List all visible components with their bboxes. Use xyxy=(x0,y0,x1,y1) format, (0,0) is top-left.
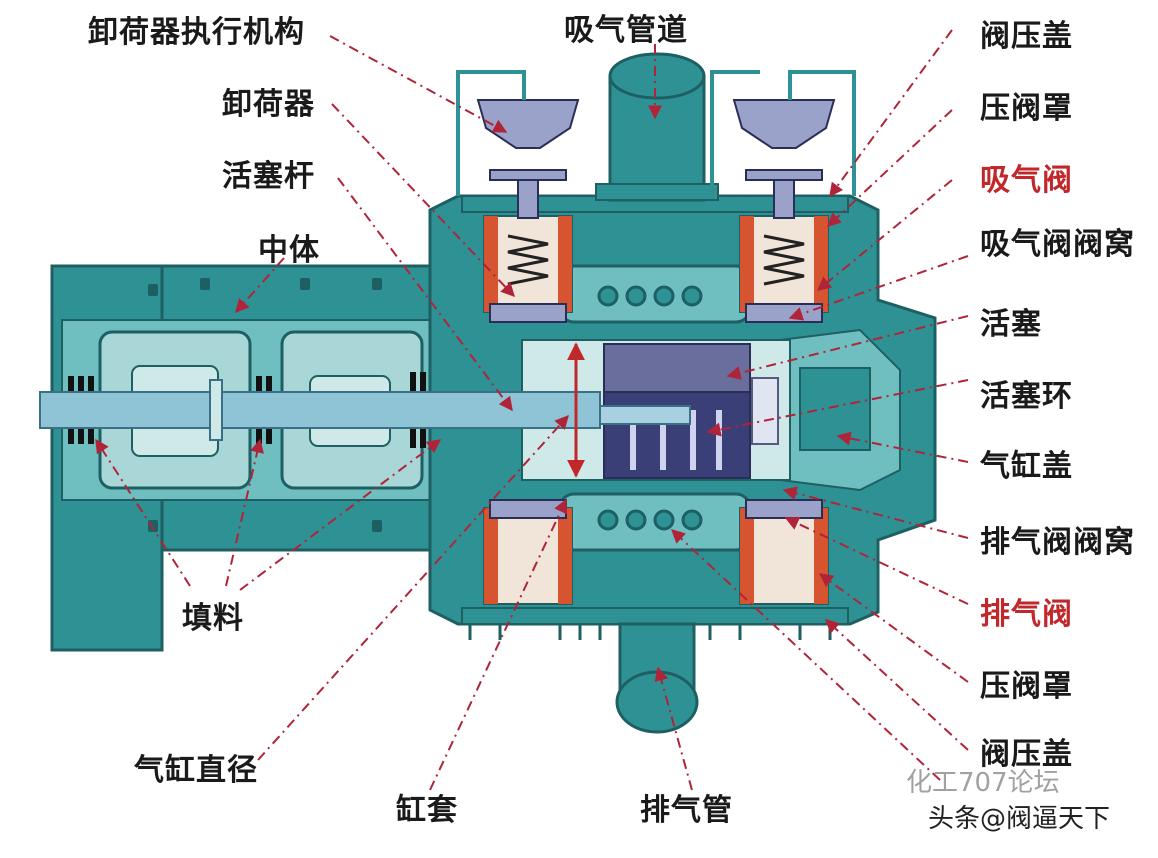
leader-packing-2 xyxy=(225,438,264,587)
leader-lines xyxy=(95,29,969,791)
leader-packing-1 xyxy=(95,438,191,587)
leader-valve-cage-top xyxy=(826,109,953,227)
leader-cylinder-head xyxy=(836,431,969,463)
leader-unloader-actuator xyxy=(329,35,508,133)
leader-valve-cage-bottom xyxy=(818,573,969,683)
leader-discharge-valve-seat-2 xyxy=(670,529,941,781)
leader-valve-cover-top xyxy=(829,29,953,198)
label-suction-pipe: 吸气管道 xyxy=(564,13,688,48)
label-unloader-actuator: 卸荷器执行机构 xyxy=(88,15,305,50)
label-cylinder-diameter: 气缸直径 xyxy=(134,753,258,788)
label-piston-rod: 活塞杆 xyxy=(222,159,315,194)
leader-cylinder-liner xyxy=(429,498,567,791)
label-valve-cover-top: 阀压盖 xyxy=(980,19,1073,54)
suction-pipe-shape xyxy=(595,52,719,202)
leader-packing-3 xyxy=(239,439,442,591)
label-discharge-valve-seat: 排气阀阀窝 xyxy=(980,525,1135,560)
leader-piston-rod xyxy=(337,177,513,412)
label-cylinder-liner: 缸套 xyxy=(396,793,458,828)
label-unloader: 卸荷器 xyxy=(222,87,315,122)
label-suction-valve-seat: 吸气阀阀窝 xyxy=(980,227,1135,262)
middle-body xyxy=(50,264,494,652)
label-discharge-valve: 排气阀 xyxy=(980,597,1073,632)
leader-piston-ring xyxy=(706,379,969,437)
label-valve-cover-bottom: 阀压盖 xyxy=(980,737,1073,772)
label-discharge-pipe: 排气管 xyxy=(640,793,733,828)
leader-unloader xyxy=(331,103,515,298)
leader-valve-cover-bottom xyxy=(824,619,969,751)
label-piston-ring: 活塞环 xyxy=(980,379,1073,414)
label-valve-cage-top: 压阀罩 xyxy=(980,91,1073,126)
leader-discharge-valve-seat xyxy=(782,486,969,539)
watermark-forum: 化工707论坛 xyxy=(906,768,1060,798)
label-piston: 活塞 xyxy=(980,307,1042,342)
label-cylinder-head: 气缸盖 xyxy=(980,449,1073,484)
watermark-author: 头条@阀逼天下 xyxy=(928,804,1111,834)
discharge-pipe-shape xyxy=(615,622,699,734)
label-valve-cage-bottom: 压阀罩 xyxy=(980,669,1073,704)
leader-middle-body xyxy=(235,257,285,314)
leader-piston xyxy=(726,315,969,380)
leader-suction-valve-seat xyxy=(788,255,969,321)
leader-suction-valve xyxy=(816,179,953,291)
label-suction-valve: 吸气阀 xyxy=(980,163,1073,198)
label-packing: 填料 xyxy=(182,601,244,636)
label-middle-body: 中体 xyxy=(258,233,320,268)
piston-assembly xyxy=(39,343,779,479)
